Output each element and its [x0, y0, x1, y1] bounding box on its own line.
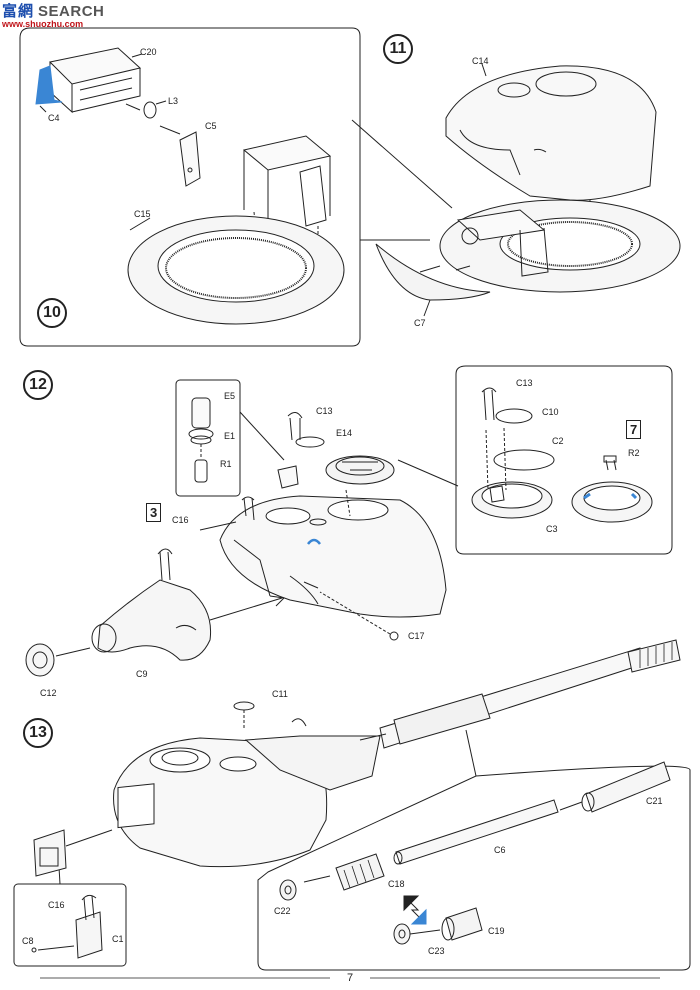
watermark-url: www.shuozhu.com	[2, 19, 84, 29]
step-11: 11	[383, 34, 413, 64]
label-c16-detail: C16	[48, 900, 65, 910]
label-l3: L3	[168, 96, 179, 106]
part-c7	[375, 243, 491, 317]
label-c21: C21	[646, 796, 663, 806]
label-c19: C19	[488, 926, 505, 936]
watermark: 富網 SEARCH www.shuozhu.com	[2, 4, 104, 29]
part-c14	[445, 63, 657, 201]
part-barrel	[359, 639, 681, 749]
part-e5-e1	[188, 397, 214, 483]
label-c3: C3	[546, 524, 558, 534]
label-c6: C6	[494, 845, 506, 855]
part-turret-12	[219, 495, 447, 618]
label-e14: E14	[336, 428, 353, 438]
leader	[131, 53, 143, 58]
label-r2: R2	[628, 448, 640, 458]
step13-detail-box-c1	[13, 883, 127, 967]
part-c17	[319, 591, 399, 641]
label-e5: E5	[224, 391, 236, 401]
part-c11	[233, 701, 255, 730]
callout-line	[397, 459, 459, 487]
label-c4: C4	[48, 113, 60, 123]
label-c5: C5	[205, 121, 217, 131]
watermark-en: SEARCH	[38, 3, 105, 20]
label-c22: C22	[274, 906, 291, 916]
ref-box-3: 3	[146, 503, 162, 522]
label-c12: C12	[40, 688, 57, 698]
part-c12	[25, 643, 91, 677]
leader	[39, 105, 47, 113]
part-c21	[559, 761, 671, 813]
label-c16: C16	[172, 515, 189, 525]
part-turret-ring-11	[439, 199, 681, 293]
ref-box-3-number: 3	[150, 505, 158, 520]
part-c13-top	[287, 412, 325, 448]
label-c18: C18	[388, 879, 405, 889]
part-c4	[35, 65, 63, 105]
page-number: 7	[346, 972, 354, 984]
part-turret-13	[113, 718, 381, 868]
label-c20: C20	[140, 47, 157, 57]
ref-box-7: 7	[626, 420, 642, 439]
symbol-swap	[403, 895, 427, 925]
step-10: 10	[37, 298, 67, 328]
callout-line	[351, 119, 453, 209]
callout-line	[239, 411, 285, 461]
label-c1: C1	[112, 934, 124, 944]
label-e1: E1	[224, 431, 236, 441]
label-c13-detail: C13	[516, 378, 533, 388]
part-c18	[303, 853, 385, 891]
step-12: 12	[23, 370, 53, 400]
label-c13: C13	[316, 406, 333, 416]
part-c19	[441, 907, 483, 941]
label-c10: C10	[542, 407, 559, 417]
label-c8: C8	[22, 936, 34, 946]
part-c5	[159, 125, 201, 187]
label-c2: C2	[552, 436, 564, 446]
ref-box-7-number: 7	[630, 422, 638, 437]
part-c20-assembled	[242, 135, 332, 250]
part-l3	[125, 100, 167, 119]
step12-detail-box-a	[175, 379, 241, 497]
step13-detail-box	[257, 765, 691, 971]
label-c15: C15	[134, 209, 151, 219]
part-c23	[393, 923, 441, 945]
part-c1-detail	[31, 894, 103, 959]
part-c16	[157, 496, 255, 581]
part-c15	[127, 215, 345, 325]
label-c11: C11	[272, 689, 288, 699]
part-c22	[279, 879, 297, 901]
leader	[345, 489, 351, 517]
label-r1: R1	[220, 459, 232, 469]
label-c14: C14	[472, 56, 489, 66]
step10-panel	[19, 27, 361, 347]
part-hatch-ring	[325, 455, 395, 485]
step12-detail-box-b	[455, 365, 673, 555]
part-c1-closeup	[33, 829, 113, 877]
part-c6	[393, 799, 559, 865]
part-c9	[91, 579, 286, 661]
callout-line	[465, 729, 477, 777]
step-13: 13	[23, 718, 53, 748]
label-c23: C23	[428, 946, 445, 956]
part-r2	[571, 455, 653, 523]
part-c3-assembly	[471, 387, 555, 519]
watermark-cn: 富網	[2, 3, 35, 20]
part-c20	[48, 47, 142, 114]
label-c17: C17	[408, 631, 425, 641]
label-c7: C7	[414, 318, 426, 328]
part-e1-small	[277, 465, 299, 489]
label-c9: C9	[136, 669, 148, 679]
